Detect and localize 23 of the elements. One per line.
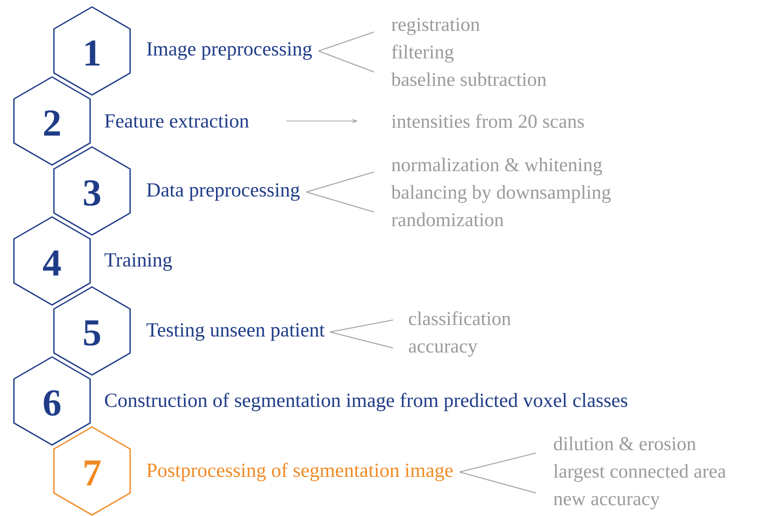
chevron bbox=[306, 172, 374, 212]
step-hexagon: 1 bbox=[53, 6, 131, 96]
step-hexagon: 6 bbox=[13, 356, 91, 446]
step-label: Training bbox=[104, 253, 172, 271]
detail-list: registration filtering baseline subtraction bbox=[391, 18, 546, 86]
detail-list: dilution & erosion largest connected area new accuracy bbox=[554, 436, 726, 510]
chevron bbox=[318, 32, 374, 72]
step-hexagon: 7 bbox=[53, 426, 131, 516]
step-label: Postprocessing of segmentation image bbox=[146, 462, 453, 482]
step-label: Construction of segmentation image from predicted voxel classes bbox=[105, 392, 628, 412]
detail-list: intensities from 20 scans bbox=[392, 114, 584, 128]
step-hexagon: 3 bbox=[53, 146, 131, 236]
step-label: Data preprocessing bbox=[146, 183, 300, 201]
step-hexagon: 2 bbox=[13, 76, 91, 166]
step-hexagon: 5 bbox=[53, 286, 131, 376]
step-label: Testing unseen patient bbox=[146, 323, 325, 341]
step-label: Image preprocessing bbox=[146, 42, 312, 60]
detail-list: normalization & whitening balancing by downsampling randomization bbox=[391, 158, 611, 226]
chevron bbox=[329, 320, 394, 348]
detail-list: classification accuracy bbox=[408, 311, 511, 357]
step-hexagon: 4 bbox=[13, 216, 91, 306]
step-label: Feature extraction bbox=[104, 114, 249, 128]
chevron bbox=[459, 452, 536, 494]
